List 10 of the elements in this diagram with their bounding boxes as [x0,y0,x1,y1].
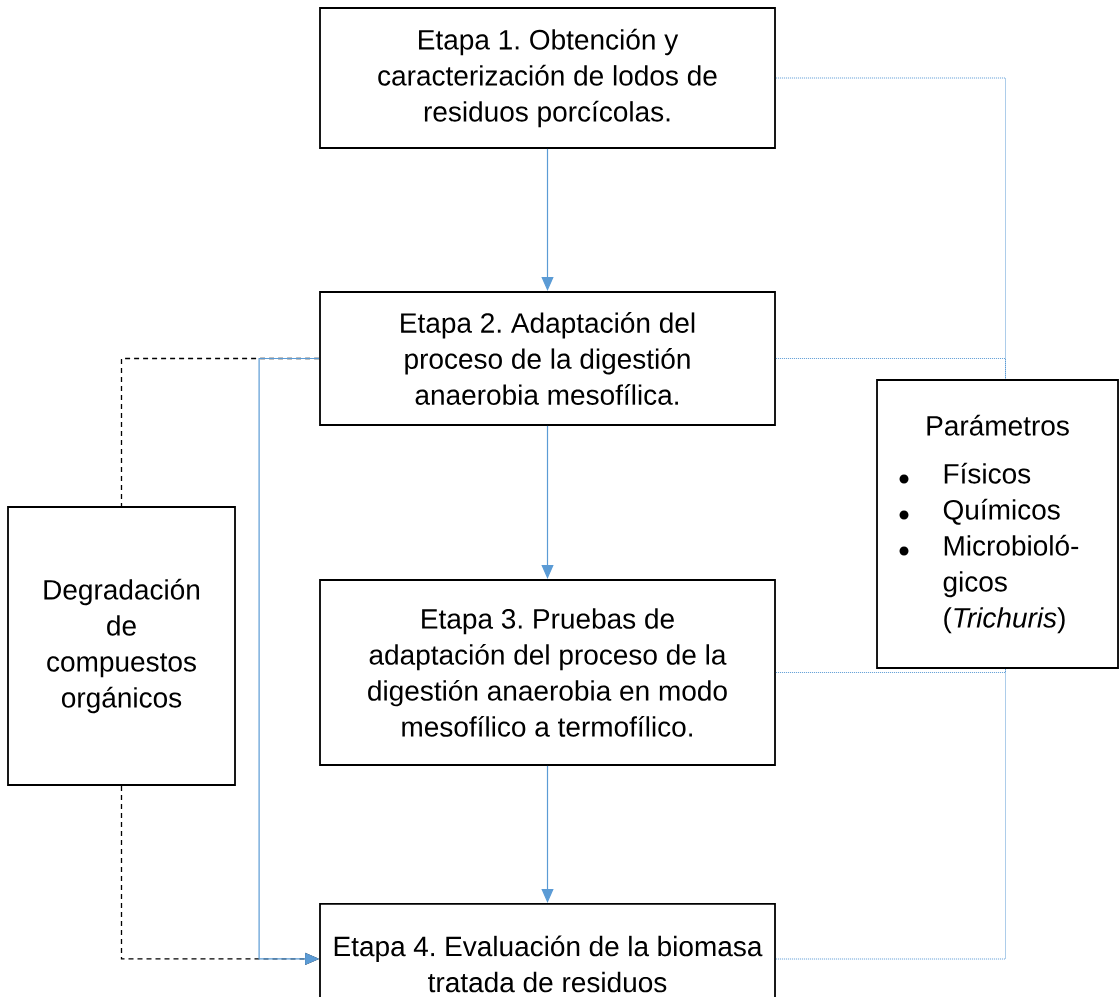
process-box: Etapa 4. Evaluación de la biomasa tratada de residuos [319,903,776,997]
process-box: Etapa 1. Obtención y caracterización de lodos de residuos porcícolas. [319,7,776,149]
process-box: Etapa 2. Adaptación del proceso de la digestión anaerobia mesofílica. [319,291,776,426]
process-box: Etapa 3. Pruebas de adaptación del proceso de la digestión anaerobia en modo mesofílico a termofílico. [319,579,776,766]
note-box: Degradación de compuestos orgánicos [7,506,236,786]
connector-line [775,668,1006,960]
parameter-box: Parámetros Físicos Químicos Microbioló- gicos (Trichuris) [876,379,1119,669]
arrow [541,765,554,903]
connector-line [775,668,1006,673]
connector-line [775,358,1006,380]
